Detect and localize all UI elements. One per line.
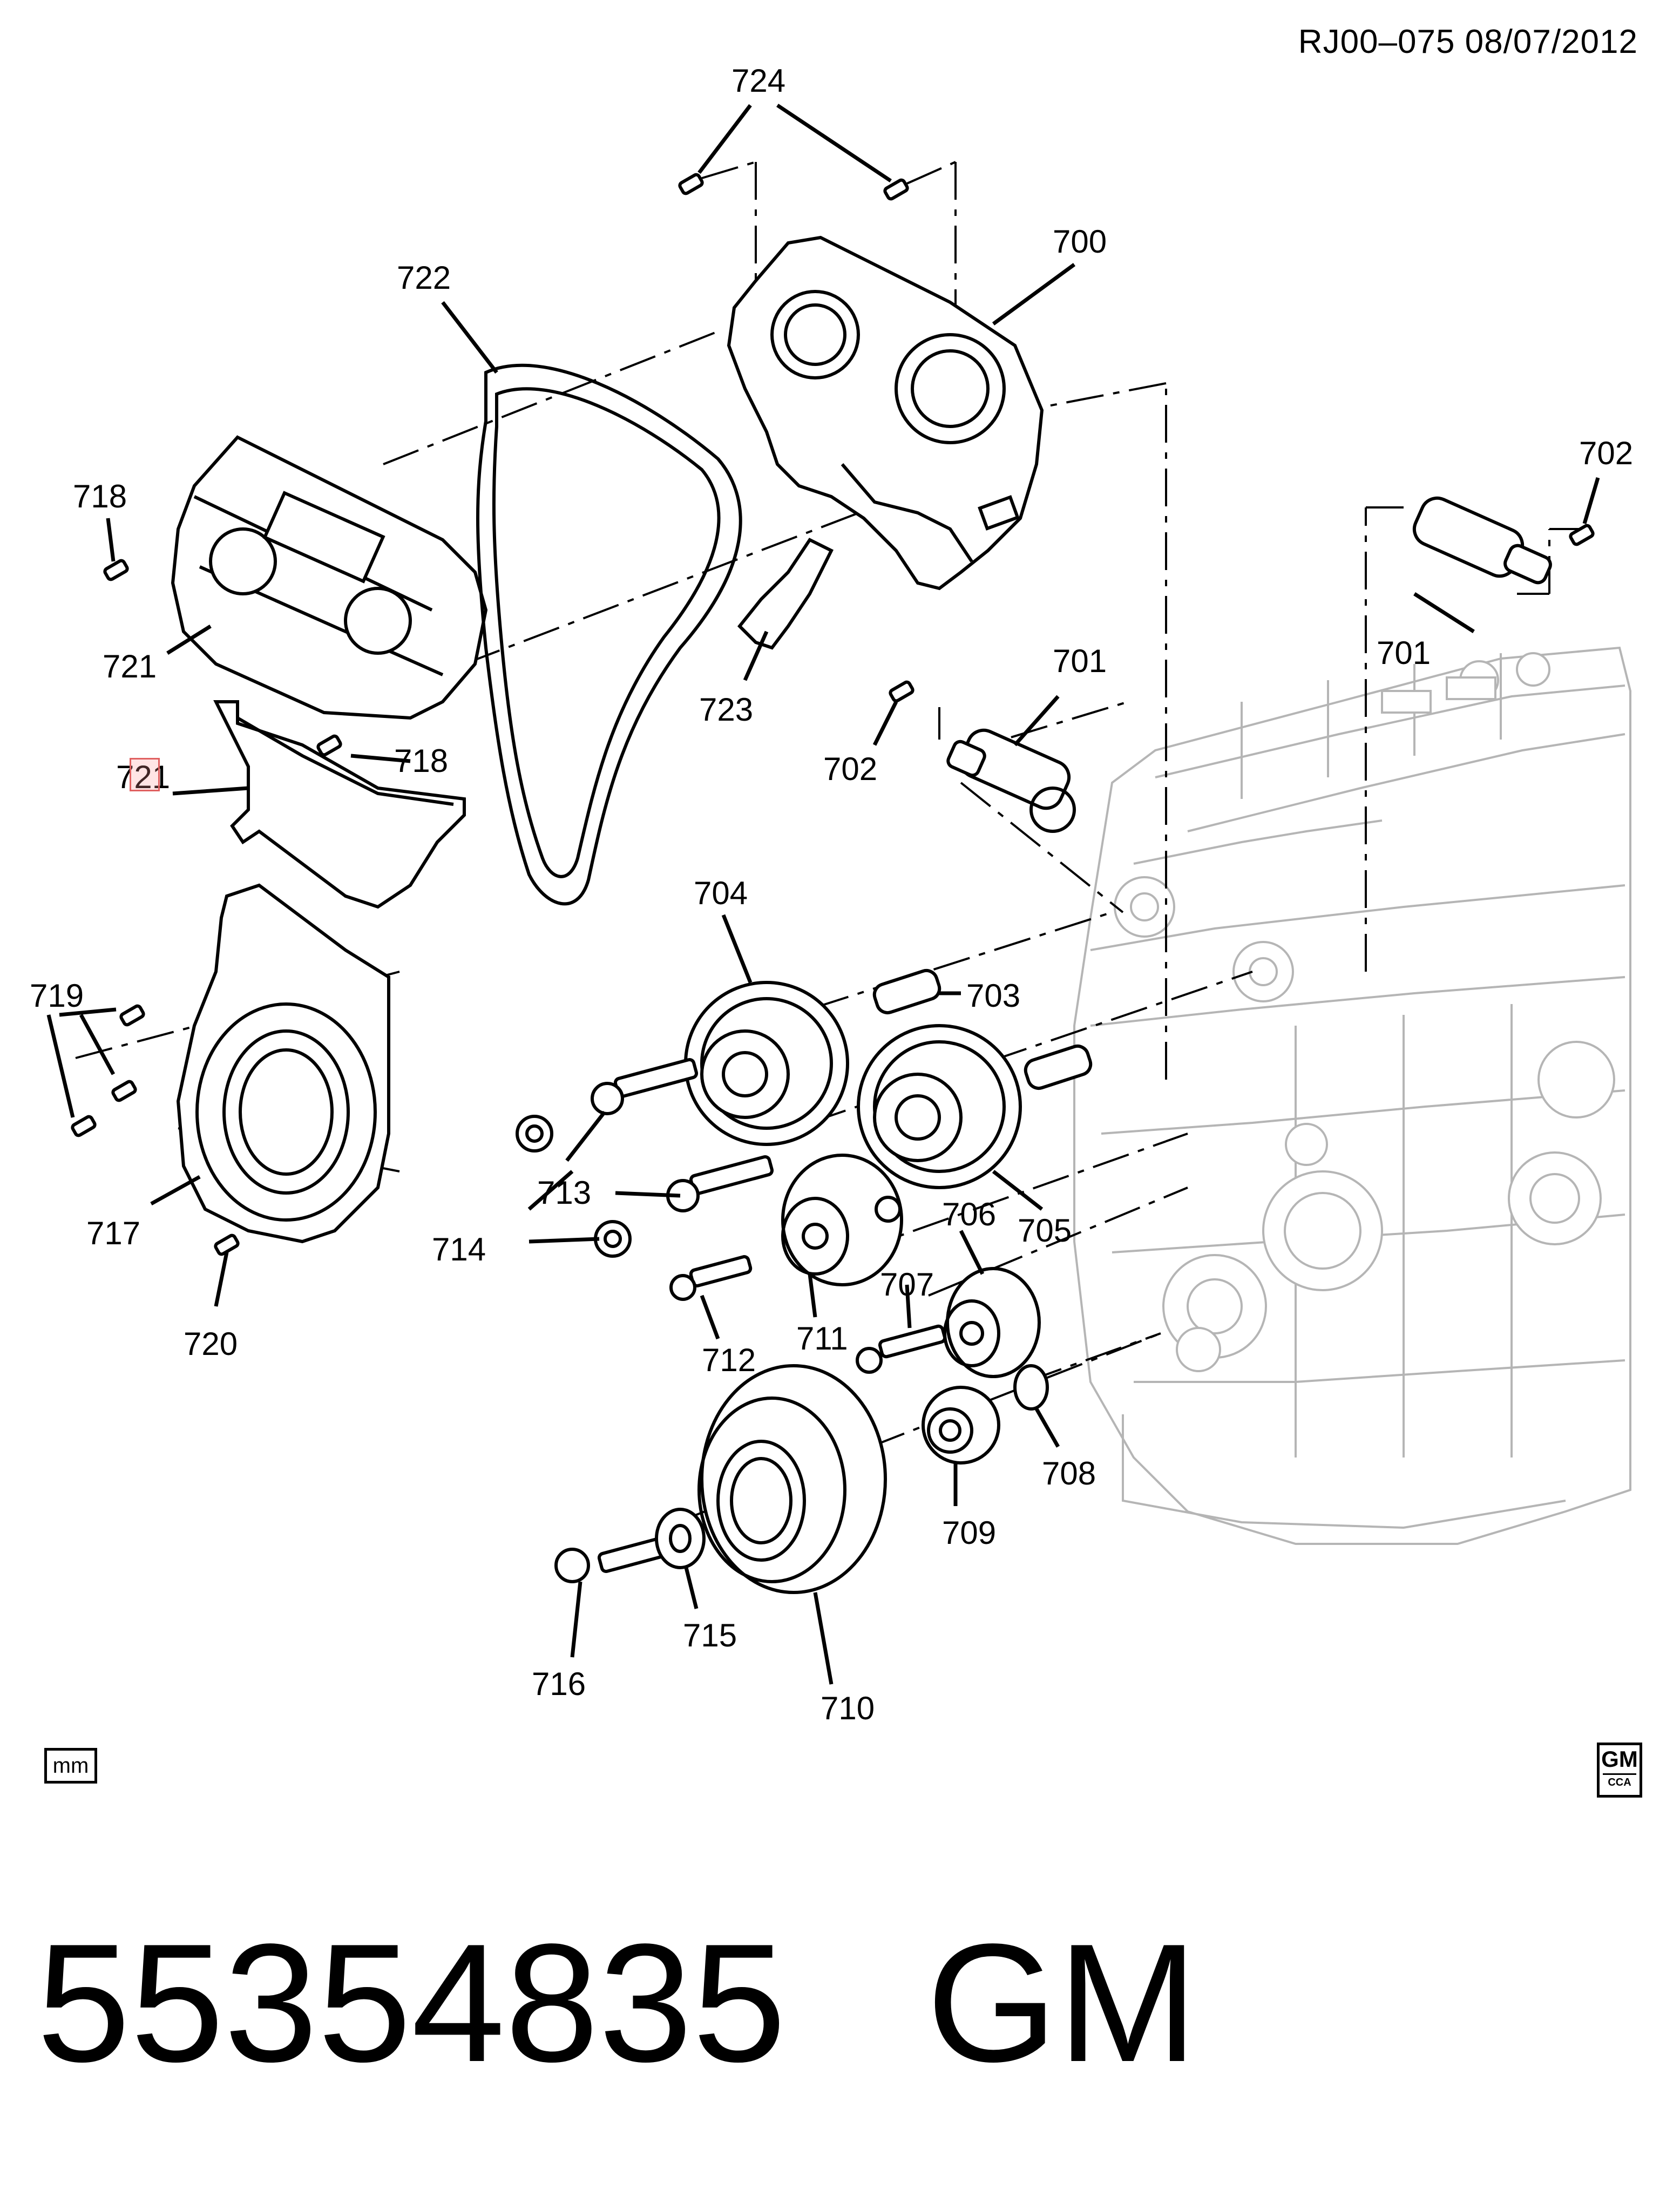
tensioner-pulley-707: [943, 1267, 1041, 1378]
callout-709: 709: [942, 1515, 996, 1551]
callout-716: 714: [432, 1231, 486, 1267]
callout-714: 712: [702, 1342, 756, 1378]
crankshaft-balancer-710: [697, 1364, 887, 1594]
callout-707: 707: [880, 1266, 934, 1303]
callout-706: 706: [942, 1196, 996, 1232]
gm-logo: GM CCA: [1597, 1743, 1642, 1798]
callout-718-upper: 719: [30, 978, 84, 1014]
part-number-caption: 55354835 GM: [37, 1919, 1198, 2087]
callout-713: 711: [796, 1320, 848, 1357]
gm-logo-sub: CCA: [1603, 1773, 1636, 1790]
callout-704: 704: [694, 875, 748, 911]
callout-721-lower: 718: [394, 743, 448, 779]
callout-701-upper: 701: [1377, 635, 1431, 671]
idler-pulley-713: [781, 1154, 903, 1286]
callout-720: 721: [103, 648, 157, 684]
callout-719: 721: [116, 759, 170, 795]
callout-701-lower: 701: [1053, 643, 1107, 679]
make: GM: [926, 1909, 1198, 2097]
callout-700: 700: [1053, 223, 1107, 260]
callout-715: 713: [537, 1175, 591, 1211]
callout-721-upper: 718: [73, 478, 127, 514]
callout-labels: 724 700 722 702 718 721 701 701 723 718 …: [30, 63, 1633, 1726]
callout-718-lower: 720: [184, 1326, 238, 1362]
callout-705: 705: [1018, 1212, 1072, 1249]
timing-belt: [476, 363, 742, 906]
gm-logo-brand: GM: [1601, 1746, 1638, 1772]
callout-711: 715: [683, 1617, 737, 1653]
callout-leader-lines: [46, 104, 1600, 1685]
rear-timing-cover-upper: [727, 235, 1044, 591]
callout-717: 717: [86, 1215, 140, 1251]
callout-708: 708: [1042, 1455, 1096, 1492]
timing-belt-guide-bracket: [737, 538, 834, 650]
units-badge: mm: [44, 1748, 97, 1784]
crankshaft-sprocket-709: [922, 1386, 1000, 1465]
camshaft-solenoid-upper: [1412, 496, 1552, 585]
part-number: 55354835: [37, 1909, 787, 2097]
engine-block-illustration: [1073, 646, 1631, 1545]
camshaft-solenoid-lower: [946, 728, 1076, 833]
camshaft-actuator-intake: [684, 981, 849, 1146]
callout-710: 710: [821, 1690, 875, 1726]
front-timing-cover: [171, 435, 488, 720]
lower-front-cover: [176, 883, 390, 1244]
callout-702-upper: 702: [1579, 435, 1633, 471]
diagram-reference-date: RJ00–075 08/07/2012: [1298, 23, 1638, 60]
callout-712: 716: [532, 1666, 586, 1702]
selection-marker: [130, 758, 160, 791]
small-bolts: [71, 173, 1595, 1256]
lower-rear-cover-and-seal: [213, 700, 466, 909]
callout-702-lower: 702: [823, 751, 877, 787]
callout-722: 722: [397, 260, 451, 296]
washer-708: [1013, 1364, 1049, 1411]
callout-703: 703: [966, 978, 1020, 1014]
callout-723: 723: [699, 692, 753, 728]
camshaft-actuator-exhaust: [857, 1024, 1022, 1189]
callout-724: 724: [731, 63, 785, 99]
washer-706: [875, 1196, 902, 1223]
washer-711: [655, 1508, 706, 1569]
camshaft-spacers: [872, 968, 1093, 1090]
